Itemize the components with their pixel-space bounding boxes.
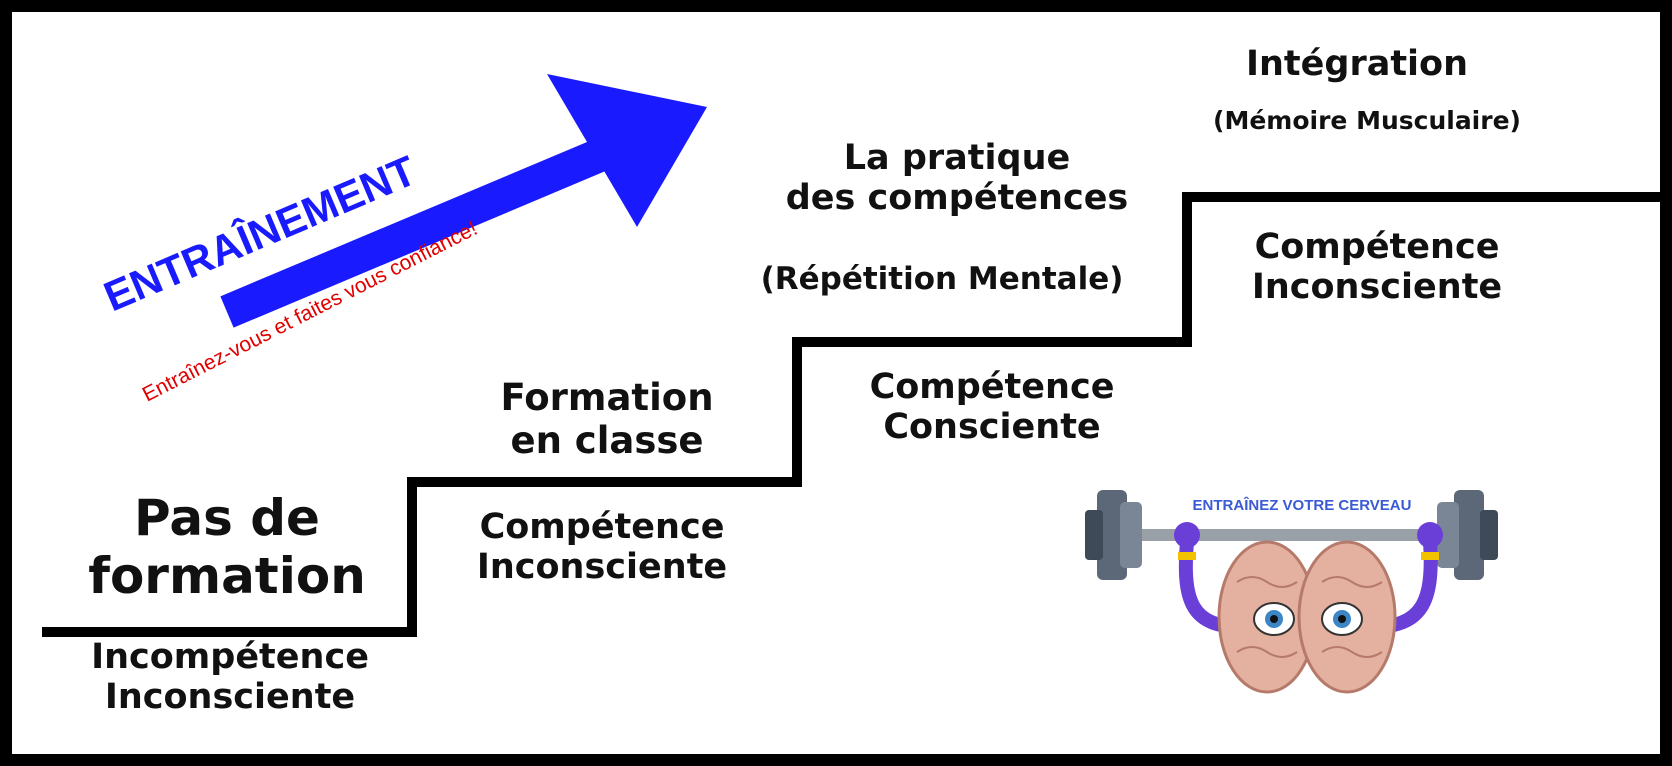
step-1-title-line-2: formation bbox=[88, 546, 366, 605]
brain-barbell-illustration: ENTRAÎNEZ VOTRE CERVEAU bbox=[1085, 490, 1498, 694]
step-4-stage-line-2: Inconsciente bbox=[1251, 267, 1503, 308]
step-3-title: La pratique des compétences bbox=[747, 138, 1167, 219]
step-4-note: (Mémoire Musculaire) bbox=[1213, 106, 1521, 135]
step-2-stage-line-2: Inconsciente bbox=[476, 547, 728, 588]
step-3-note: (Répétition Mentale) bbox=[760, 261, 1124, 297]
illustration-caption: ENTRAÎNEZ VOTRE CERVEAU bbox=[1193, 496, 1412, 514]
step-1-stage-line-1: Incompétence bbox=[91, 637, 369, 677]
step-3-stage-line-2: Consciente bbox=[883, 407, 1101, 448]
step-3-stage-line-1: Compétence bbox=[869, 367, 1115, 407]
step-4-stage-line-1: Compétence bbox=[1254, 227, 1500, 267]
training-arrow bbox=[220, 74, 707, 328]
staircase-diagram: ENTRAÎNEZ VOTRE CERVEAU ENTRAÎNEMENT Ent… bbox=[42, 74, 1660, 694]
left-fist bbox=[1174, 522, 1200, 548]
barbell-bar bbox=[1132, 529, 1472, 541]
right-fist bbox=[1417, 522, 1443, 548]
step-2-stage-line-1: Compétence bbox=[479, 507, 725, 547]
step-3-stage: Compétence Consciente bbox=[822, 367, 1162, 448]
step-1-stage-line-2: Inconsciente bbox=[104, 677, 356, 718]
step-2-stage: Compétence Inconsciente bbox=[432, 507, 772, 588]
step-1-stage: Incompétence Inconsciente bbox=[60, 637, 400, 718]
step-4-title: Intégration bbox=[1245, 44, 1469, 84]
step-1-title: Pas de formation bbox=[62, 489, 392, 605]
step-3-title-line-1: La pratique bbox=[843, 138, 1071, 178]
step-3-title-line-2: des compétences bbox=[785, 178, 1129, 219]
step-2-title-line-2: en classe bbox=[510, 418, 704, 462]
step-1-title-line-1: Pas de bbox=[134, 489, 320, 547]
step-4-stage: Compétence Inconsciente bbox=[1207, 227, 1547, 308]
step-2-title: Formation en classe bbox=[442, 376, 772, 462]
step-2-title-line-1: Formation bbox=[500, 376, 714, 419]
staircase-line bbox=[42, 192, 1660, 637]
